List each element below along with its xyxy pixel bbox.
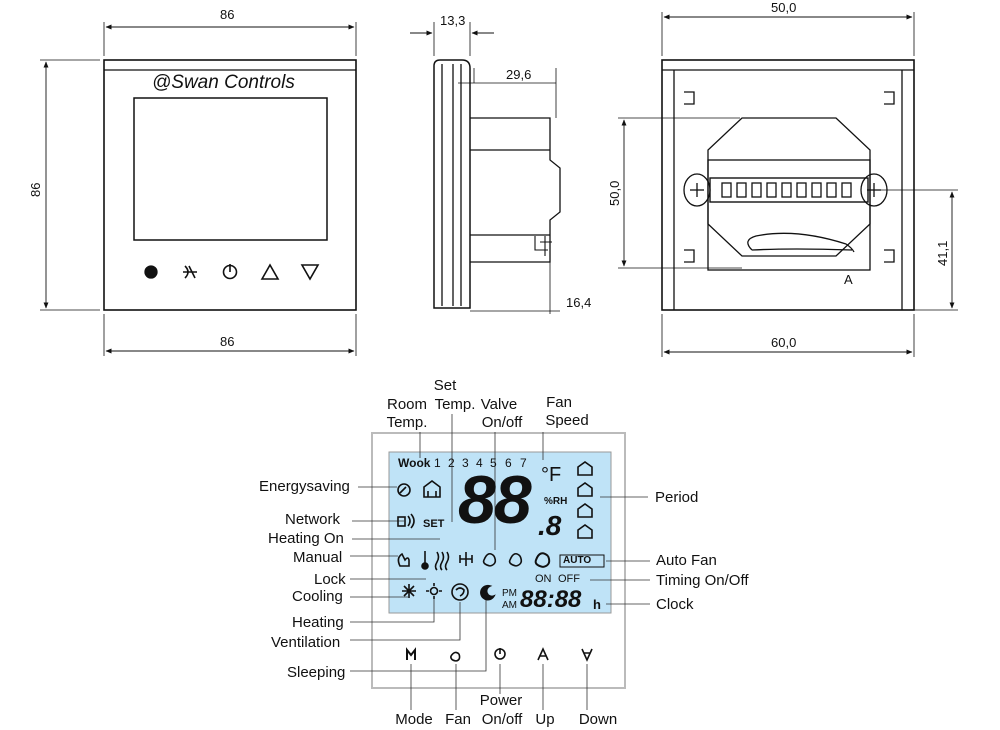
label-room-temp-1: Room: [386, 396, 427, 413]
snowflake-icon: [402, 584, 416, 598]
fan-low-icon: [482, 552, 497, 567]
lcd-day-7: 7: [520, 456, 527, 470]
dim-back-width-top: 50,0: [771, 0, 796, 15]
lcd-big-digits: 88: [458, 462, 532, 538]
mode-button-icon: [406, 647, 416, 660]
fan-button-icon: [450, 651, 461, 662]
label-power-2: On/off: [481, 711, 523, 728]
label-energysaving: Energysaving: [259, 478, 350, 495]
lcd-unit-humidity: %RH: [544, 496, 568, 507]
dim-front-width-top: 86: [220, 7, 234, 22]
up-button-icon: [537, 647, 549, 661]
heating-on-icon: [434, 551, 450, 571]
dim-front-height: 86: [28, 183, 43, 197]
power-button-icon: [494, 648, 506, 660]
label-down: Down: [578, 711, 618, 728]
lcd-unit-temp: °F: [541, 464, 562, 486]
dim-back-width-bottom: 60,0: [771, 335, 796, 350]
dim-back-height-left: 50,0: [607, 181, 622, 206]
lcd-clock-digits: 88:88: [520, 586, 582, 613]
side-view: [410, 22, 561, 314]
label-timing: Timing On/Off: [656, 572, 749, 589]
label-power-1: Power: [479, 692, 523, 709]
label-room-temp-2: Temp.: [386, 414, 428, 431]
label-up: Up: [535, 711, 555, 728]
network-icon: [397, 513, 415, 529]
lcd-decimal-digit: .8: [538, 510, 562, 541]
period-icons: [577, 461, 593, 539]
lcd-day-1: 1: [434, 456, 441, 470]
label-sleeping: Sleeping: [287, 664, 346, 681]
lcd-day-4: 4: [476, 456, 483, 470]
sun-icon: [426, 583, 442, 599]
front-buttons: [144, 263, 320, 281]
lcd-hour-unit: h: [593, 597, 601, 612]
label-mode: Mode: [395, 711, 433, 728]
house-icon: [423, 480, 441, 498]
terminal-block: [721, 182, 852, 198]
ventilation-icon: [451, 583, 469, 601]
dim-side-depth-body: 29,6: [506, 67, 531, 82]
down-button-icon: [581, 648, 593, 662]
lcd-pm-label: PM: [502, 588, 517, 599]
label-valve-2: On/off: [481, 414, 523, 431]
dim-front-width-bottom: 86: [220, 334, 234, 349]
moon-icon: [480, 584, 496, 601]
fan-mid-icon: [508, 552, 523, 567]
dim-side-depth-bottom: 16,4: [566, 295, 591, 310]
label-lock: Lock: [314, 571, 346, 588]
label-period: Period: [655, 489, 699, 506]
label-auto-fan: Auto Fan: [656, 552, 717, 569]
label-valve-1: Valve: [480, 396, 518, 413]
label-fan: Fan: [445, 711, 471, 728]
label-manual: Manual: [293, 549, 343, 566]
label-set-temp-2: Temp.: [434, 396, 476, 413]
label-ventilation: Ventilation: [271, 634, 341, 651]
dim-side-depth-front: 13,3: [440, 13, 465, 28]
callout-lines: [350, 414, 650, 710]
lcd-day-3: 3: [462, 456, 469, 470]
fan-high-icon: [534, 552, 551, 568]
energysaving-icon: [397, 483, 411, 497]
lcd-day-5: 5: [490, 456, 497, 470]
lock-thermometer-icon: [421, 551, 429, 570]
label-fan-speed-1: Fan: [546, 394, 572, 411]
lcd-buttons: [406, 647, 593, 662]
lcd-on-label: ON: [535, 573, 552, 585]
lcd-day-6: 6: [505, 456, 512, 470]
label-heating: Heating: [292, 614, 344, 631]
label-clock: Clock: [656, 596, 694, 613]
valve-icon: [459, 552, 473, 566]
dim-back-height-right: 41,1: [935, 241, 950, 266]
lcd-week-label: Wook: [398, 456, 431, 470]
lcd-set-label: SET: [423, 518, 445, 530]
lcd-auto-label: AUTO: [563, 555, 592, 566]
device-front-detail: [371, 432, 626, 689]
auto-fan-icon: [559, 554, 605, 568]
label-set-temp-1: Set: [433, 377, 457, 394]
lcd-off-label: OFF: [558, 573, 580, 585]
lcd-am-label: AM: [502, 600, 517, 611]
label-heating-on: Heating On: [268, 530, 344, 547]
lcd-icons: [397, 461, 605, 601]
front-view: [40, 22, 357, 356]
brand-label: @Swan Controls: [152, 72, 295, 93]
back-marker-a: A: [844, 272, 853, 287]
label-network: Network: [285, 511, 341, 528]
back-view: [618, 12, 958, 357]
lcd-day-2: 2: [448, 456, 455, 470]
label-fan-speed-2: Speed: [545, 412, 589, 429]
label-cooling: Cooling: [292, 588, 343, 605]
manual-hand-icon: [397, 552, 410, 567]
